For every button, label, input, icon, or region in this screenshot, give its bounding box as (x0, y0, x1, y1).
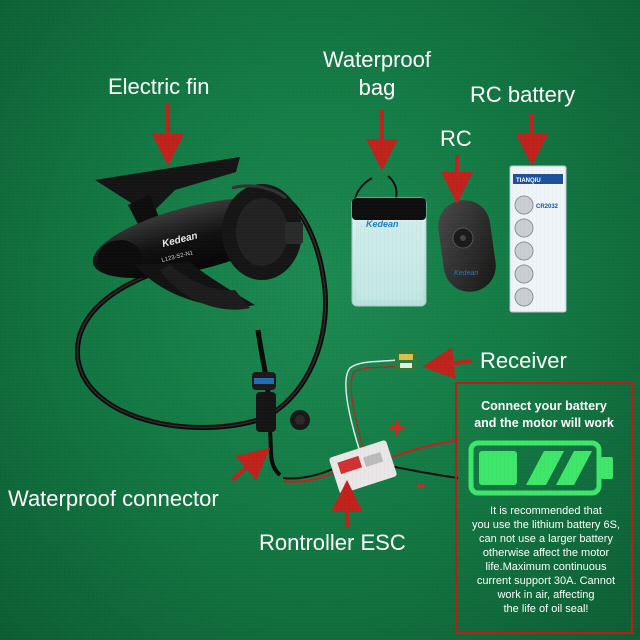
arrow-waterproof-connector (230, 447, 271, 482)
note-line: life.Maximum continuous (485, 561, 607, 573)
plus-sign: + (388, 412, 406, 445)
esc-board (329, 440, 397, 494)
note-line: the life of oil seal! (503, 603, 589, 615)
label-waterproof-bag-line1: Waterproof (322, 47, 431, 72)
remote-brand-print: Kedean (454, 270, 478, 277)
rc-battery-card: TIANQIU CR2032 (509, 165, 567, 313)
battery-cell (526, 451, 564, 485)
callout-arrows (152, 104, 548, 528)
note-panel: Connect your battery and the motor will … (455, 382, 633, 634)
battery-icon (468, 440, 613, 496)
waterproof-connector (252, 372, 310, 477)
bag-brand-print: Kedean (366, 219, 399, 229)
note-line: you use the lithium battery 6S, (472, 519, 620, 531)
receiver-board (395, 350, 417, 372)
label-electric-fin: Electric fin (108, 74, 210, 99)
label-waterproof-bag: Waterproof bag (312, 46, 442, 102)
battery-cell (479, 451, 517, 485)
battery-model-print: CR2032 (536, 204, 559, 210)
battery-brand-print: TIANQIU (516, 178, 541, 184)
note-line: current support 30A. Cannot (476, 575, 616, 587)
note-line: work in air, affecting (497, 589, 595, 601)
label-receiver: Receiver (480, 348, 567, 373)
label-rontroller-esc: Rontroller ESC (259, 530, 406, 555)
electric-fin: Kedean L123-S2-N1 (92, 157, 303, 310)
label-waterproof-connector: Waterproof connector (8, 486, 219, 511)
remote-control: Kedean (438, 200, 496, 292)
battery-cell (556, 451, 592, 485)
note-line: It is recommended that (490, 505, 602, 517)
label-rc-battery: RC battery (470, 82, 576, 107)
note-line: can not use a larger battery (479, 533, 613, 545)
label-waterproof-bag-line2: bag (358, 75, 396, 100)
note-title-line2: and the motor will work (474, 416, 614, 430)
waterproof-bag: Kedean (351, 175, 427, 307)
note-panel-body: It is recommended that you use the lithi… (463, 504, 629, 616)
note-line: otherwise affect the motor (482, 547, 610, 559)
label-rc: RC (440, 126, 472, 151)
note-title-line1: Connect your battery (481, 399, 607, 413)
minus-sign: - (416, 468, 426, 501)
note-panel-title: Connect your battery and the motor will … (457, 398, 631, 432)
arrow-receiver (422, 347, 473, 380)
